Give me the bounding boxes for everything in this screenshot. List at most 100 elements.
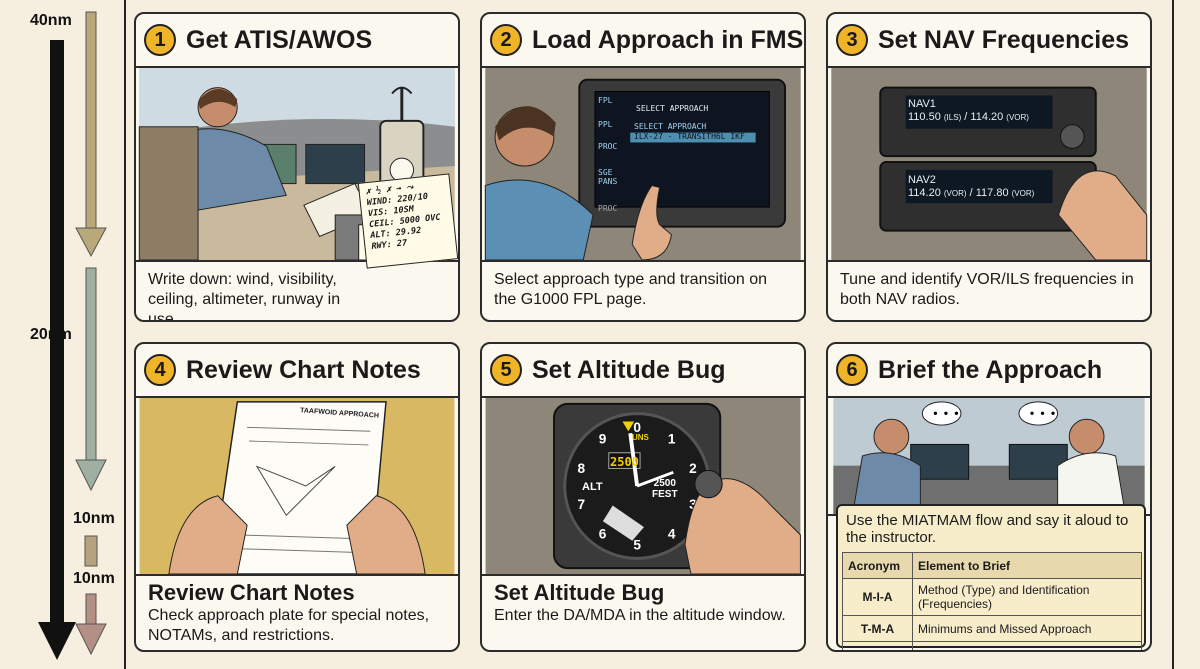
- nav1-active-freq[interactable]: 110.50: [908, 111, 941, 123]
- table-header: Acronym: [842, 552, 913, 579]
- nav2-label: NAV2: [908, 174, 936, 186]
- nav1-display: NAV1 110.50 (ILS) / 114.20 (VOR): [908, 98, 1029, 123]
- dial-numeral: 5: [633, 538, 641, 553]
- table-cell: Altitudes, Time/Distance, and Airport In…: [912, 641, 1142, 650]
- nav-radio-illustration: NAV1 110.50 (ILS) / 114.20 (VOR) NAV2 11…: [828, 66, 1150, 262]
- step-caption-block: Review Chart Notes Check approach plate …: [148, 580, 446, 646]
- step-number: 4: [144, 354, 176, 386]
- step-caption-block: Set Altitude Bug Enter the DA/MDA in the…: [494, 580, 792, 626]
- step-card-1: 1 Get ATIS/AWOS ✗ ½ ✗: [134, 12, 460, 322]
- step-header: 1 Get ATIS/AWOS: [136, 14, 458, 66]
- fms-tab[interactable]: FPL: [598, 96, 613, 105]
- table-header-row: Acronym Element to Brief: [842, 552, 1142, 579]
- distance-label-10nm-a: 10nm: [73, 510, 115, 527]
- segment-marker-10nm: [84, 535, 98, 567]
- nav1-standby-tag: (VOR): [1006, 113, 1029, 122]
- dial-numeral: 7: [577, 497, 585, 512]
- segment-arrow-40-20: [85, 11, 97, 235]
- nav2-active-tag: (VOR): [943, 189, 967, 198]
- table-header: Element to Brief: [912, 552, 1142, 579]
- alt-readout-value: 2500: [653, 478, 676, 489]
- nav1-standby-freq[interactable]: 114.20: [970, 111, 1004, 123]
- caption-title: Review Chart Notes: [148, 580, 355, 605]
- black-distance-arrow-shaft: [50, 40, 64, 630]
- table-row: T-M-A Minimums and Missed Approach: [842, 615, 1142, 642]
- svg-text:• • •: • • •: [1029, 406, 1057, 420]
- table-cell: Minimums and Missed Approach: [912, 615, 1142, 642]
- dial-numeral: 8: [577, 461, 585, 476]
- distance-label-40nm: 40nm: [30, 12, 72, 29]
- table-row: MIATMAM Altitudes, Time/Distance, and Ai…: [842, 641, 1142, 650]
- step-title: Set NAV Frequencies: [878, 25, 1130, 54]
- fms-selected-line[interactable]: ILX-27 - TRANSITH6L IKF: [634, 132, 745, 141]
- step-header: 6 Brief the Approach: [828, 344, 1150, 396]
- alt-readout: 2500 FEST: [652, 478, 678, 500]
- fms-tab[interactable]: SGE PANS: [598, 168, 618, 186]
- step-card-2: 2 Load Approach in FMS FPL SELECT APPROA…: [480, 12, 806, 322]
- step-card-6: 6 Brief the Approach • • • • • • Use the…: [826, 342, 1152, 652]
- brief-instruction: Use the MIATMAM flow and say it aloud to…: [846, 512, 1129, 546]
- miatmam-brief-box: Use the MIATMAM flow and say it aloud to…: [836, 504, 1146, 650]
- fms-footer: PROC: [598, 204, 618, 213]
- step-title: Brief the Approach: [878, 355, 1103, 384]
- chart-plate-illustration: TAAFWOID APPROACH: [136, 396, 458, 576]
- cockpit-atis-illustration: ✗ ½ ✗ ⇝ ⤳ WIND: 220/10 VIS: 10SM CEIL: 5…: [136, 66, 458, 269]
- segment-arrow-20-10: [85, 267, 97, 465]
- table-row: M-I-A Method (Type) and Identification (…: [842, 578, 1142, 616]
- miatmam-table: Acronym Element to Brief M-I-A Method (T…: [842, 552, 1142, 650]
- table-cell: T-M-A: [842, 615, 913, 642]
- dial-numeral: 2: [689, 461, 697, 476]
- step-card-4: 4 Review Chart Notes TAAFWOID APPROACH R…: [134, 342, 460, 652]
- segment-arrow-final: [85, 593, 97, 629]
- caption-title: Set Altitude Bug: [494, 580, 665, 605]
- alt-readout-unit: FEST: [652, 489, 678, 500]
- step-caption: Tune and identify VOR/ILS frequencies in…: [840, 271, 1134, 308]
- nav2-standby-tag: (VOR): [1011, 189, 1035, 198]
- fms-line: SELECT APPROACH: [634, 122, 707, 131]
- nav2-active-freq[interactable]: 114.20: [908, 187, 941, 199]
- table-cell: Method (Type) and Identification (Freque…: [912, 578, 1142, 616]
- step-header: 3 Set NAV Frequencies: [828, 14, 1150, 66]
- step-caption: Write down: wind, visibility, ceiling, a…: [148, 271, 341, 322]
- svg-text:• • •: • • •: [932, 406, 960, 420]
- step-title: Set Altitude Bug: [532, 355, 726, 384]
- step-number: 6: [836, 354, 868, 386]
- step-number: 1: [144, 24, 176, 56]
- step-number: 5: [490, 354, 522, 386]
- step-caption: Select approach type and transition on t…: [494, 271, 768, 308]
- table-cell: MIATMAM: [842, 641, 913, 650]
- g1000-illustration: FPL SELECT APPROACH PPL PROC SGE PANS SE…: [482, 66, 804, 262]
- distance-rail: 40nm 20nm 10nm 10nm: [0, 0, 125, 669]
- dial-numeral: 1: [668, 431, 676, 446]
- crew-briefing-illustration: • • • • • •: [828, 396, 1150, 516]
- step-title: Get ATIS/AWOS: [186, 25, 373, 54]
- step-header: 4 Review Chart Notes: [136, 344, 458, 396]
- dial-numeral: 6: [599, 526, 607, 541]
- distance-label-10nm-b: 10nm: [73, 570, 115, 587]
- dial-numeral: 9: [599, 431, 607, 446]
- dial-numeral: 3: [689, 497, 697, 512]
- distance-arrows: [38, 11, 107, 660]
- atis-note-card: ✗ ½ ✗ ⇝ ⤳ WIND: 220/10 VIS: 10SM CEIL: 5…: [357, 173, 458, 269]
- right-border: [1172, 0, 1174, 669]
- step-header: 5 Set Altitude Bug: [482, 344, 804, 396]
- nav1-active-tag: (ILS): [943, 113, 962, 122]
- nav2-standby-freq[interactable]: 117.80: [975, 187, 1009, 199]
- step-title: Review Chart Notes: [186, 355, 421, 384]
- step-number: 3: [836, 24, 868, 56]
- fms-header: SELECT APPROACH: [636, 104, 709, 113]
- dial-numeral: 4: [668, 526, 676, 541]
- step-number: 2: [490, 24, 522, 56]
- step-header: 2 Load Approach in FMS: [482, 14, 804, 66]
- step-card-3: 3 Set NAV Frequencies NAV1 110.50 (ILS) …: [826, 12, 1152, 322]
- nav1-label: NAV1: [908, 98, 936, 110]
- step-caption: Enter the DA/MDA in the altitude window.: [494, 607, 786, 624]
- fms-tab[interactable]: PPL: [598, 120, 613, 129]
- altitude-bug-label: UNS: [632, 433, 649, 442]
- step-title: Load Approach in FMS: [532, 25, 804, 54]
- fms-tab[interactable]: PROC: [598, 142, 618, 151]
- altitude-window[interactable]: 2500: [610, 455, 639, 469]
